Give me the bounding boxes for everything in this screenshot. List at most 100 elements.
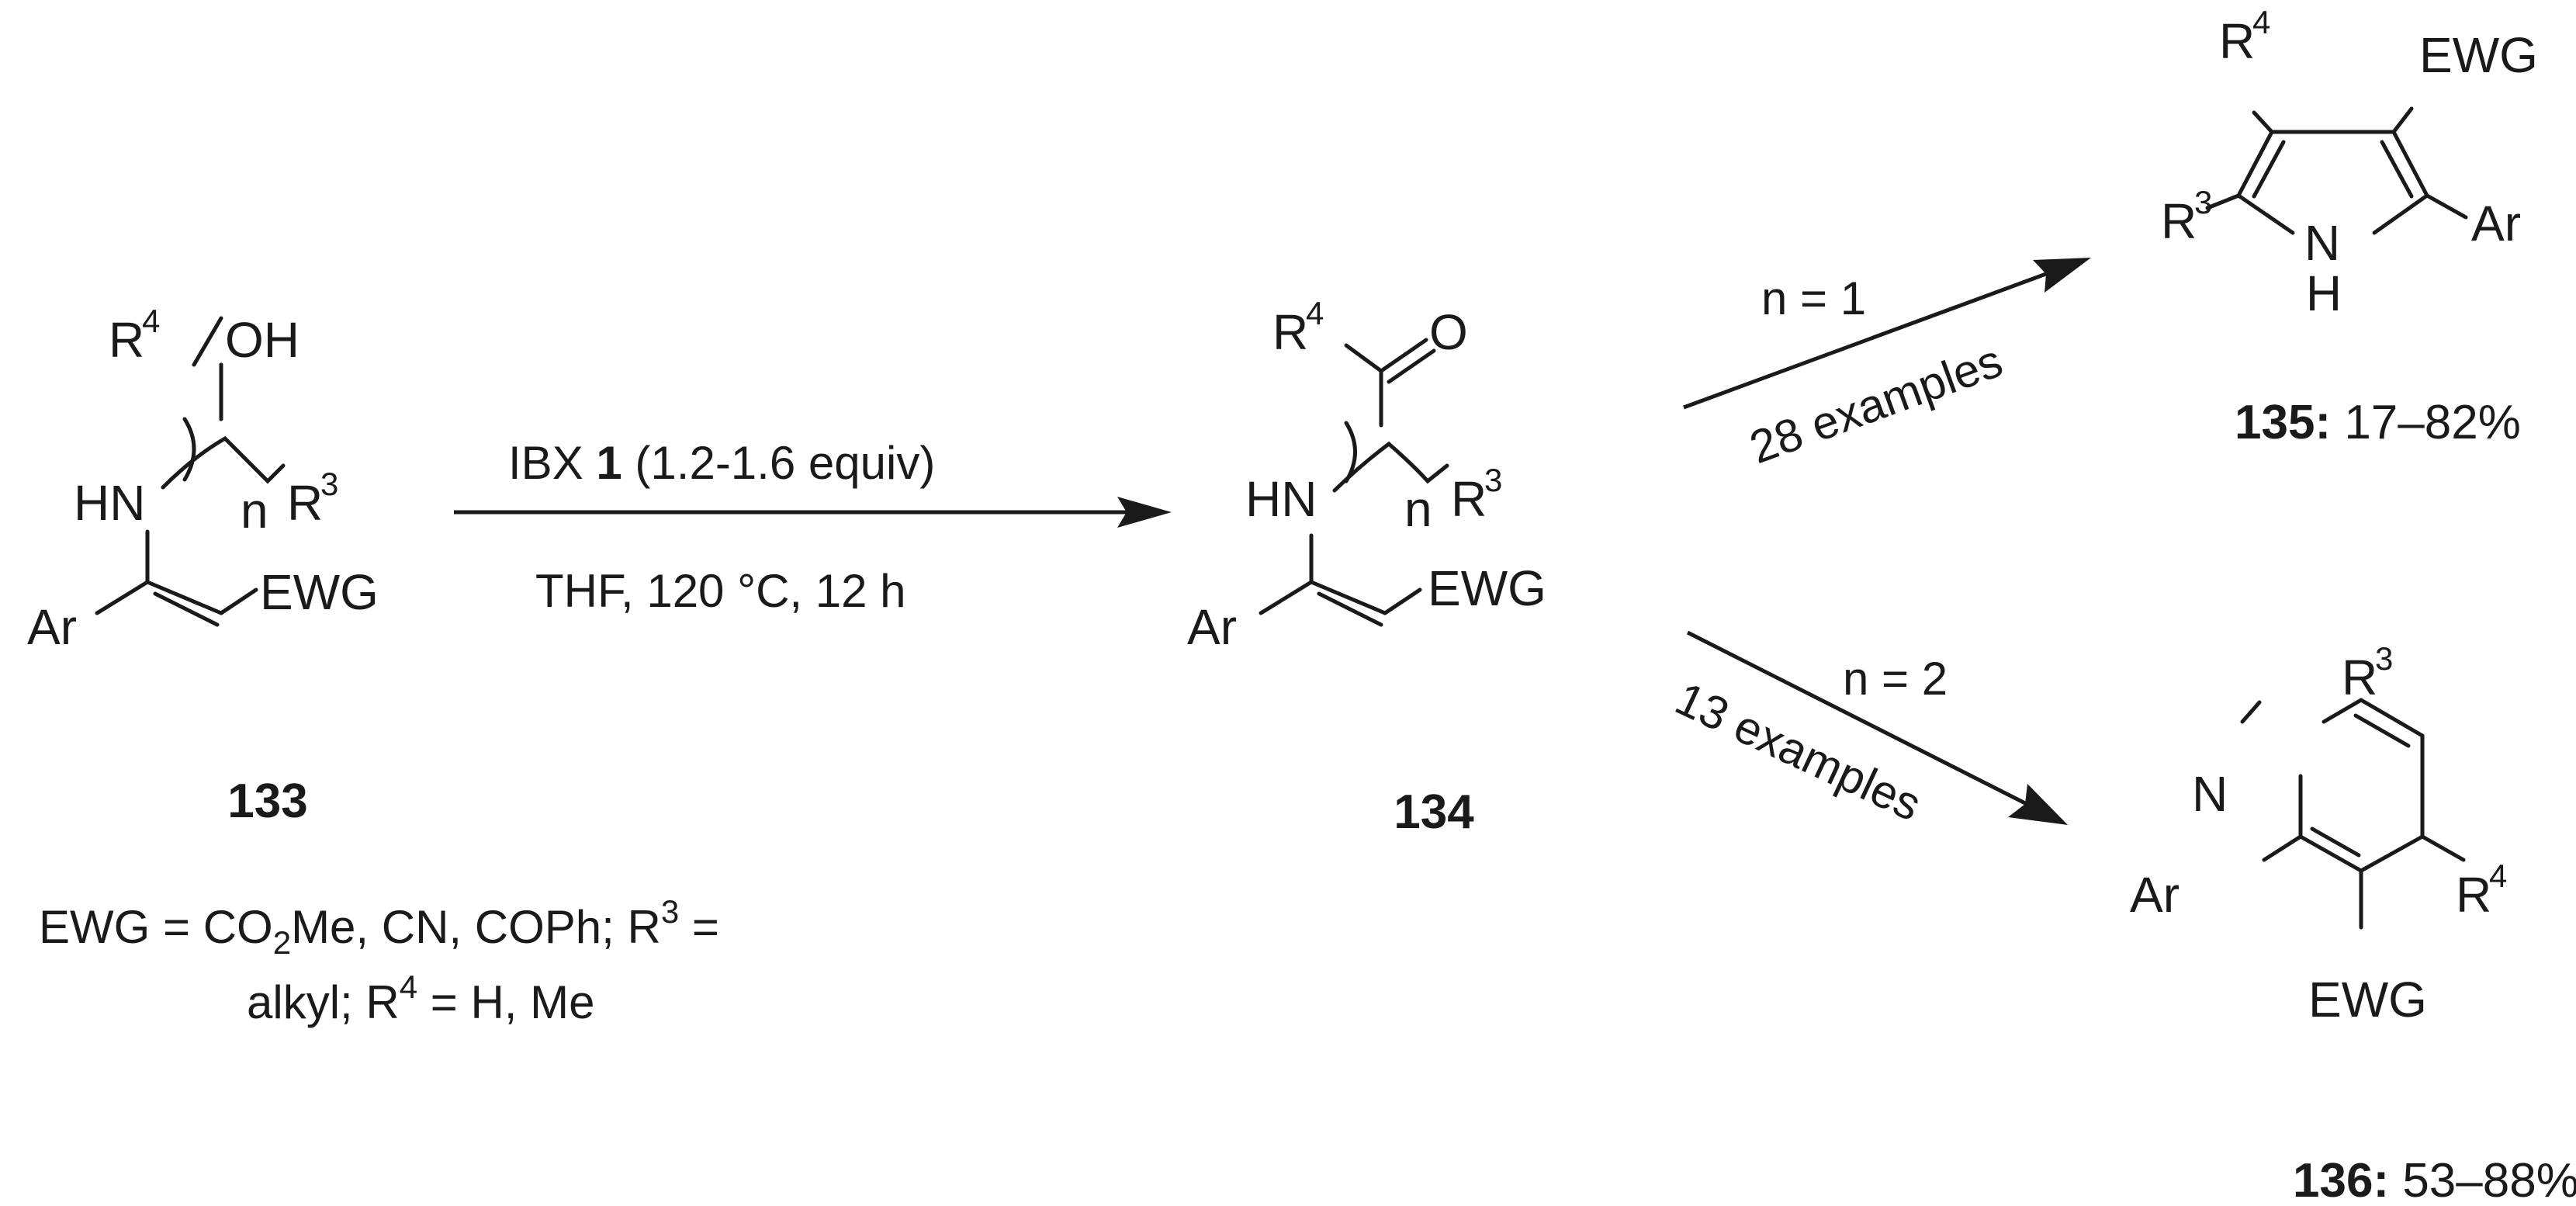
atom-label-o: O [1429, 304, 1468, 360]
atom-label-hn: HN [74, 475, 145, 531]
compound-id-135: 135: [2235, 396, 2331, 449]
bond [219, 587, 258, 615]
atom-superscript: 4 [1306, 295, 1324, 331]
reagent-text: (1.2-1.6 equiv) [622, 437, 936, 489]
bond [1383, 587, 1422, 615]
reaction-arrow-upper [1683, 258, 2091, 410]
atom-label-ewg: EWG [260, 564, 379, 620]
branch-condition-lower: n = 2 [1843, 653, 1948, 705]
compound-133-structure: R 4 OH HN n R 3 EWG Ar [27, 303, 379, 655]
branch-examples-upper: 28 examples [1743, 334, 2010, 473]
footnote-line-2: alkyl; R4 = H, Me [247, 969, 594, 1028]
bond [2298, 834, 2363, 873]
compound-136-yield-label: 136: 53–88% [2293, 1154, 2576, 1206]
footnote-subscript: 2 [273, 924, 291, 961]
bond [182, 417, 196, 482]
footnote-line-1: EWG = CO2Me, CN, COPh; R3 = [39, 893, 719, 961]
arrow-head [2008, 784, 2068, 825]
footnote-text: alkyl; R [247, 976, 400, 1028]
atom-label-n: N [2192, 766, 2228, 822]
compound-135-yield-label: 135: 17–82% [2235, 396, 2521, 449]
bond [2372, 193, 2429, 235]
footnote-text: = H, Me [417, 976, 594, 1028]
bond [95, 580, 150, 615]
atom-superscript: 4 [142, 303, 160, 339]
atom-label-r: R [109, 312, 144, 368]
footnote-text: EWG = CO [39, 901, 273, 953]
footnote-text: Me, CN, COPh; R [291, 901, 661, 953]
compound-id-136: 136: [2293, 1154, 2389, 1206]
yield-136: 53–88% [2402, 1154, 2576, 1206]
bond [2391, 130, 2429, 198]
bond [2353, 713, 2411, 748]
bond [2252, 110, 2274, 134]
bond [2420, 834, 2466, 862]
solvent-label: THF, 120 °C, 12 h [535, 565, 906, 617]
spacer [2331, 396, 2344, 449]
atom-superscript: 4 [2252, 4, 2270, 40]
atom-label-ewg: EWG [2419, 27, 2538, 83]
bond [2262, 834, 2303, 862]
bond [1344, 421, 1357, 483]
bond [1387, 348, 1436, 384]
compound-id-134: 134 [1394, 785, 1474, 839]
atom-superscript: 3 [1484, 462, 1502, 498]
bond [1259, 580, 1314, 615]
bond [192, 316, 223, 367]
arrow-shaft [1683, 269, 2053, 410]
bond [1317, 591, 1383, 627]
bond [2322, 698, 2363, 724]
bond [2236, 130, 2274, 198]
atom-label-ar: Ar [2471, 196, 2521, 251]
atom-label-ar: Ar [1187, 599, 1237, 655]
bond [2380, 140, 2414, 199]
atom-superscript: 4 [2489, 858, 2507, 894]
atom-label-r: R [1272, 304, 1308, 360]
compound-135-structure: R 4 EWG R 3 Ar N H [2161, 4, 2538, 321]
compound-id-133: 133 [227, 775, 307, 828]
reaction-arrow-lower [1686, 630, 2068, 825]
compound-136-structure: R 3 N Ar R 4 EWG [2130, 640, 2507, 1028]
atom-label-ar: Ar [2130, 867, 2180, 923]
bond [2359, 834, 2425, 873]
atom-label-r: R [287, 475, 323, 531]
atom-label-r: R [2342, 650, 2377, 705]
atom-label-h: H [2306, 265, 2342, 321]
index-label-n: n [241, 483, 268, 539]
compound-134-structure: R 4 O HN n R 3 EWG Ar [1187, 295, 1546, 655]
arrow-head [2033, 258, 2091, 293]
bond [2205, 193, 2241, 210]
bond [2236, 193, 2295, 235]
bond [2310, 827, 2361, 858]
bond [2252, 140, 2286, 199]
atom-label-r: R [2161, 193, 2197, 249]
atom-label-oh: OH [225, 312, 299, 368]
atom-label-ewg: EWG [2308, 972, 2427, 1028]
atom-label-r: R [1451, 471, 1487, 527]
atom-label-r: R [2456, 867, 2491, 923]
reagent-text: IBX [508, 437, 596, 489]
bond [2240, 700, 2262, 724]
reaction-arrow-main [454, 497, 1172, 528]
atom-superscript: 3 [320, 466, 338, 502]
atom-label-ar: Ar [27, 599, 77, 655]
bond [2359, 698, 2425, 738]
atom-label-n: N [2304, 215, 2340, 271]
atom-label-ewg: EWG [1428, 560, 1546, 616]
atom-superscript: 3 [2194, 184, 2212, 220]
atom-superscript: 3 [2375, 640, 2393, 677]
footnote-superscript: 3 [661, 893, 679, 930]
bond [145, 580, 223, 615]
arrow-head [1117, 497, 1172, 528]
atom-label-hn: HN [1245, 471, 1317, 527]
atom-label-r: R [2219, 13, 2255, 69]
bond [2425, 193, 2468, 220]
arrow-shaft [1686, 630, 2034, 809]
bond [161, 435, 286, 490]
bond [2391, 106, 2414, 134]
branch-condition-upper: n = 1 [1761, 272, 1866, 324]
reagent-number: 1 [596, 437, 621, 489]
yield-135: 17–82% [2344, 396, 2521, 449]
footnote-superscript: 4 [400, 969, 417, 1005]
bond [153, 591, 220, 627]
